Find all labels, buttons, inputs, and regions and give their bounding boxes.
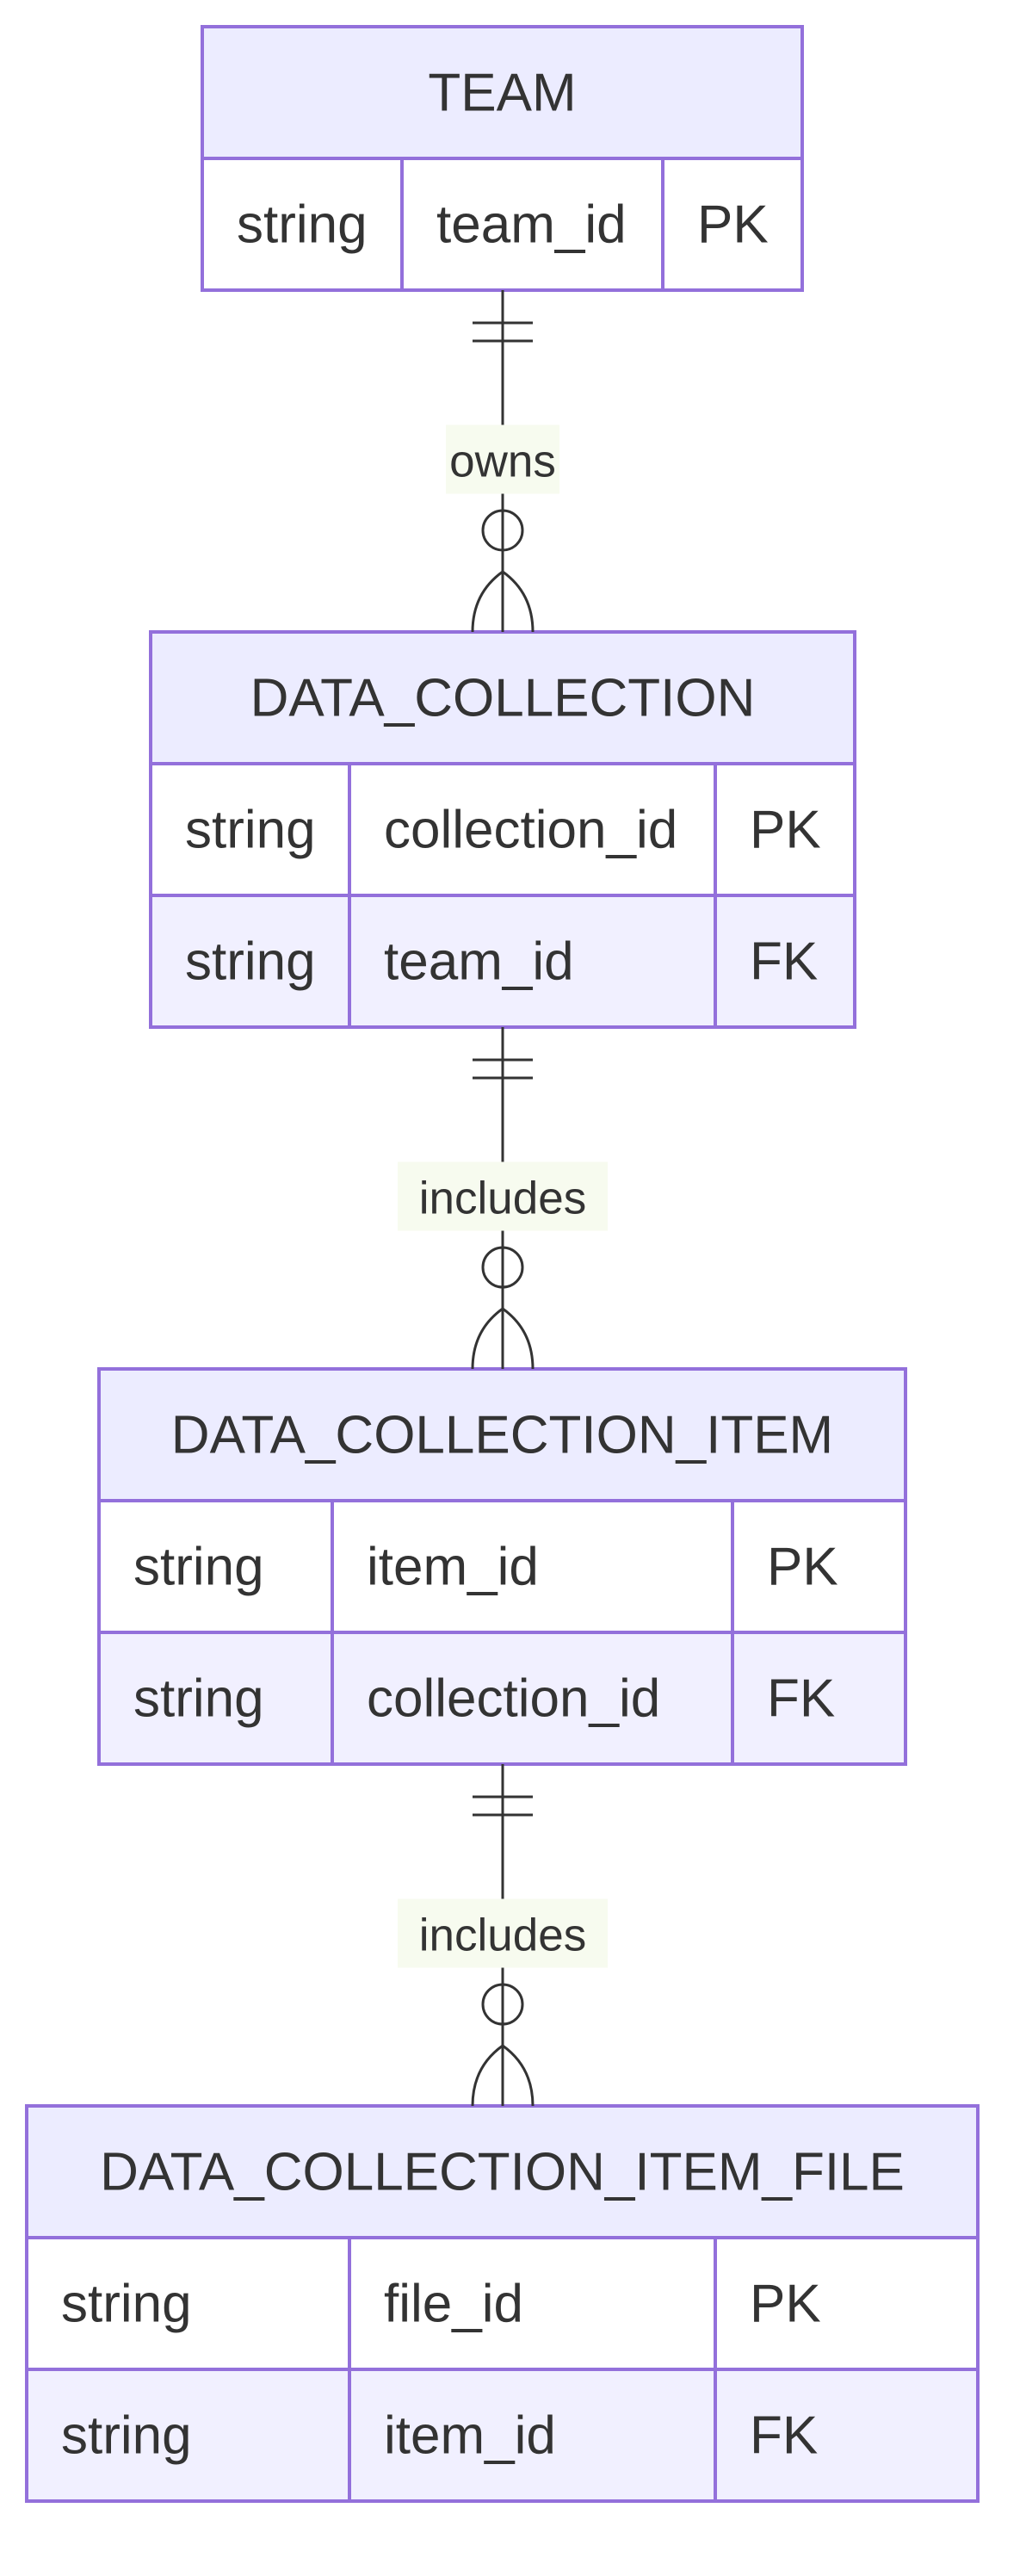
relationship-includes: includes [398,1027,608,1370]
attribute-name: collection_id [384,801,677,860]
relationship-label-bg [398,1898,608,1968]
crow-foot-marker [502,1307,535,1370]
attribute-row [101,1632,904,1764]
attribute-type: string [133,1669,264,1729]
entity-title: TEAM [428,64,576,123]
attribute-name: team_id [384,932,574,992]
relationship-label: owns [449,437,556,487]
attribute-name: item_id [384,2406,556,2466]
attribute-key: FK [767,1669,835,1729]
crow-foot-marker [502,2044,535,2107]
entity-title: DATA_COLLECTION_ITEM [171,1406,833,1465]
attribute-key: FK [750,2406,818,2466]
relationship-includes: includes [398,1764,608,2107]
crow-foot-marker [471,1307,504,1370]
attribute-key: PK [750,2275,821,2334]
attribute-type: string [185,932,316,992]
attribute-key: FK [750,932,818,992]
relationship-owns: owns [446,290,559,633]
attribute-name: collection_id [367,1669,660,1729]
zero-circle-marker [481,1246,524,1289]
zero-circle-marker [481,1983,524,2026]
attribute-type: string [237,195,368,255]
relationship-label: includes [419,1910,586,1961]
crow-foot-marker [471,2044,504,2107]
attribute-row [152,895,853,1027]
zero-circle-marker [481,509,524,552]
attribute-row [28,2369,976,2501]
attribute-row [28,2238,976,2369]
attribute-type: string [61,2406,192,2466]
attribute-type: string [185,801,316,860]
attribute-name: team_id [436,195,627,255]
attribute-row [101,1501,904,1632]
relationship-label-bg [398,1161,608,1231]
attribute-key: PK [750,801,821,860]
attribute-name: file_id [384,2275,523,2334]
attribute-key: PK [697,195,769,255]
crow-foot-marker [471,570,504,633]
attribute-type: string [61,2275,192,2334]
crow-foot-marker [502,570,535,633]
entity-title: DATA_COLLECTION [250,669,756,728]
relationship-label: includes [419,1173,586,1224]
attribute-row [204,158,800,290]
attribute-name: item_id [367,1538,539,1597]
attribute-type: string [133,1538,264,1597]
attribute-key: PK [767,1538,838,1597]
relationship-label-bg [446,424,559,494]
entity-team: TEAM string team_id PK [201,25,804,292]
attribute-row [152,764,853,895]
entity-title: DATA_COLLECTION_ITEM_FILE [100,2143,905,2202]
